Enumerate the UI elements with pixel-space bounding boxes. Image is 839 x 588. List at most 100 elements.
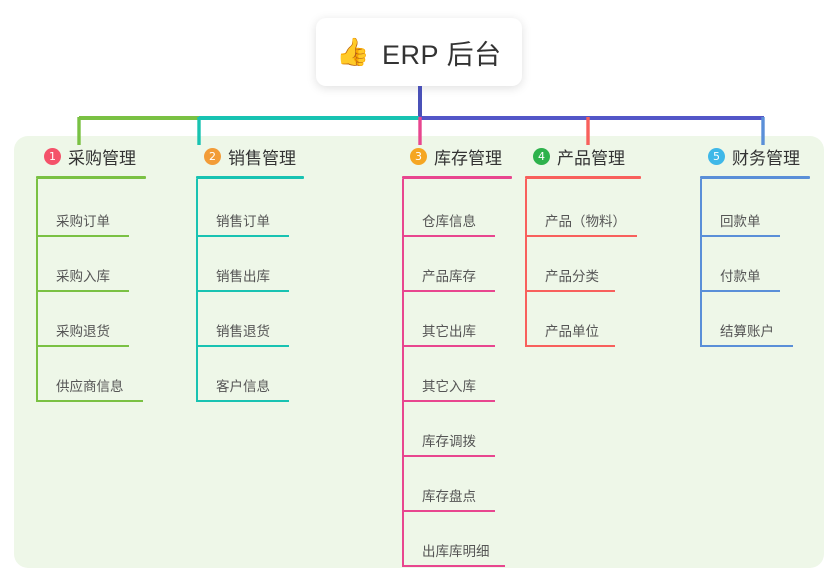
leaf-item[interactable]: 产品分类 [525, 256, 615, 292]
column-title-inventory: 库存管理 [434, 148, 502, 168]
column-inventory: 3 库存管理仓库信息产品库存其它出库其它入库库存调拨库存盘点出库库明细 [402, 144, 512, 567]
leaf-list-sales: 销售订单销售出库销售退货客户信息 [196, 179, 304, 402]
column-header-purchase[interactable]: 1 采购管理 [36, 144, 146, 168]
column-badge-inventory: 3 [410, 147, 427, 165]
column-finance: 5 财务管理回款单付款单结算账户 [700, 144, 810, 347]
root-node[interactable]: 👍 ERP 后台 [316, 18, 522, 86]
column-rule-finance [700, 176, 810, 179]
leaf-label: 销售退货 [216, 324, 270, 339]
leaf-list-product: 产品（物料） 产品分类产品单位 [525, 179, 641, 347]
leaf-spine-finance [700, 179, 702, 347]
leaf-rule [525, 345, 615, 347]
leaf-label: 其它入库 [422, 379, 476, 394]
leaf-label: 采购退货 [56, 324, 110, 339]
leaf-rule [402, 455, 495, 457]
leaf-list-finance: 回款单付款单结算账户 [700, 179, 810, 347]
column-badge-purchase: 1 [44, 147, 61, 165]
branch-panel [14, 136, 824, 568]
leaf-label: 结算账户 [720, 324, 774, 339]
leaf-item[interactable]: 其它出库 [402, 311, 495, 347]
leaf-label: 回款单 [720, 214, 761, 229]
leaf-label: 供应商信息 [56, 379, 124, 394]
leaf-item[interactable]: 出库库明细 [402, 531, 505, 567]
column-rule-sales [196, 176, 304, 179]
leaf-rule [196, 235, 289, 237]
leaf-spine-product [525, 179, 527, 347]
leaf-item[interactable]: 其它入库 [402, 366, 495, 402]
column-title-sales: 销售管理 [228, 148, 296, 168]
leaf-item[interactable]: 采购入库 [36, 256, 129, 292]
column-header-sales[interactable]: 2 销售管理 [196, 144, 304, 168]
leaf-label: 产品（物料） [545, 214, 626, 229]
column-rule-product [525, 176, 641, 179]
leaf-rule [402, 565, 505, 567]
column-header-inventory[interactable]: 3 库存管理 [402, 144, 512, 168]
leaf-label: 出库库明细 [422, 544, 490, 559]
leaf-item[interactable]: 产品库存 [402, 256, 495, 292]
leaf-item[interactable]: 供应商信息 [36, 366, 143, 402]
column-badge-sales: 2 [204, 147, 221, 165]
column-rule-purchase [36, 176, 146, 179]
leaf-item[interactable]: 库存调拨 [402, 421, 495, 457]
column-title-purchase: 采购管理 [68, 148, 136, 168]
leaf-label: 产品库存 [422, 269, 476, 284]
leaf-spine-inventory [402, 179, 404, 567]
thumbs-up-icon: 👍 [336, 36, 371, 67]
leaf-item[interactable]: 结算账户 [700, 311, 793, 347]
leaf-rule [196, 290, 289, 292]
column-title-product: 产品管理 [557, 148, 625, 168]
leaf-item[interactable]: 付款单 [700, 256, 780, 292]
leaf-rule [196, 400, 289, 402]
leaf-item[interactable]: 销售订单 [196, 201, 289, 237]
leaf-item[interactable]: 回款单 [700, 201, 780, 237]
leaf-label: 采购订单 [56, 214, 110, 229]
leaf-item[interactable]: 采购退货 [36, 311, 129, 347]
leaf-rule [700, 235, 780, 237]
column-badge-finance: 5 [708, 147, 725, 165]
leaf-label: 付款单 [720, 269, 761, 284]
leaf-label: 库存盘点 [422, 489, 476, 504]
leaf-rule [36, 290, 129, 292]
column-sales: 2 销售管理销售订单销售出库销售退货客户信息 [196, 144, 304, 402]
leaf-list-purchase: 采购订单采购入库采购退货供应商信息 [36, 179, 146, 402]
leaf-rule [196, 345, 289, 347]
leaf-item[interactable]: 仓库信息 [402, 201, 495, 237]
leaf-label: 库存调拨 [422, 434, 476, 449]
leaf-label: 产品分类 [545, 269, 599, 284]
leaf-rule [525, 290, 615, 292]
column-product: 4 产品管理产品（物料） 产品分类产品单位 [525, 144, 641, 347]
root-title: ERP 后台 [382, 39, 502, 70]
leaf-item[interactable]: 客户信息 [196, 366, 289, 402]
leaf-item[interactable]: 销售出库 [196, 256, 289, 292]
leaf-label: 客户信息 [216, 379, 270, 394]
leaf-rule [402, 510, 495, 512]
leaf-label: 销售出库 [216, 269, 270, 284]
leaf-rule [700, 290, 780, 292]
leaf-rule [36, 235, 129, 237]
leaf-label: 销售订单 [216, 214, 270, 229]
column-rule-inventory [402, 176, 512, 179]
column-title-finance: 财务管理 [732, 148, 800, 168]
leaf-rule [402, 345, 495, 347]
leaf-item[interactable]: 库存盘点 [402, 476, 495, 512]
leaf-label: 仓库信息 [422, 214, 476, 229]
leaf-rule [700, 345, 793, 347]
leaf-rule [36, 400, 143, 402]
leaf-rule [402, 290, 495, 292]
leaf-label: 采购入库 [56, 269, 110, 284]
column-badge-product: 4 [533, 147, 550, 165]
column-header-finance[interactable]: 5 财务管理 [700, 144, 810, 168]
leaf-label: 其它出库 [422, 324, 476, 339]
leaf-rule [402, 400, 495, 402]
column-header-product[interactable]: 4 产品管理 [525, 144, 641, 168]
leaf-rule [402, 235, 495, 237]
leaf-list-inventory: 仓库信息产品库存其它出库其它入库库存调拨库存盘点出库库明细 [402, 179, 512, 567]
leaf-item[interactable]: 产品（物料） [525, 201, 637, 237]
leaf-rule [36, 345, 129, 347]
leaf-rule [525, 235, 637, 237]
column-purchase: 1 采购管理采购订单采购入库采购退货供应商信息 [36, 144, 146, 402]
leaf-item[interactable]: 产品单位 [525, 311, 615, 347]
leaf-item[interactable]: 销售退货 [196, 311, 289, 347]
leaf-item[interactable]: 采购订单 [36, 201, 129, 237]
